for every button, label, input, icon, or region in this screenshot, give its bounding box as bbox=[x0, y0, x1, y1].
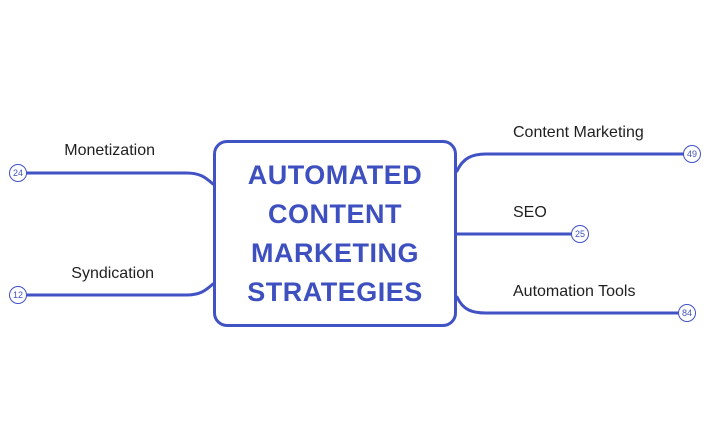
topic-label-seo[interactable]: SEO bbox=[513, 204, 547, 221]
count-badge-content-marketing[interactable]: 49 bbox=[683, 145, 701, 163]
count-badge-seo[interactable]: 25 bbox=[571, 225, 589, 243]
topic-label-automation-tools[interactable]: Automation Tools bbox=[513, 283, 636, 300]
central-topic-title-line: AUTOMATED bbox=[247, 159, 423, 190]
topic-label-content-marketing[interactable]: Content Marketing bbox=[513, 124, 644, 141]
topic-label-monetization[interactable]: Monetization bbox=[64, 142, 155, 159]
central-topic-title-line: MARKETING bbox=[251, 237, 419, 268]
connector-content-marketing bbox=[455, 152, 685, 173]
central-topic-node[interactable]: AUTOMATED CONTENT MARKETING STRATEGIES bbox=[213, 140, 457, 327]
topic-label-syndication[interactable]: Syndication bbox=[71, 265, 154, 282]
connector-syndication bbox=[25, 282, 215, 297]
count-badge-automation-tools[interactable]: 84 bbox=[678, 304, 696, 322]
central-topic-title-line: CONTENT bbox=[268, 198, 402, 229]
central-topic-title-line: STRATEGIES bbox=[247, 276, 423, 307]
count-badge-monetization[interactable]: 24 bbox=[9, 164, 27, 182]
connector-automation-tools bbox=[455, 295, 680, 315]
connector-monetization bbox=[25, 171, 215, 186]
count-badge-syndication[interactable]: 12 bbox=[9, 286, 27, 304]
